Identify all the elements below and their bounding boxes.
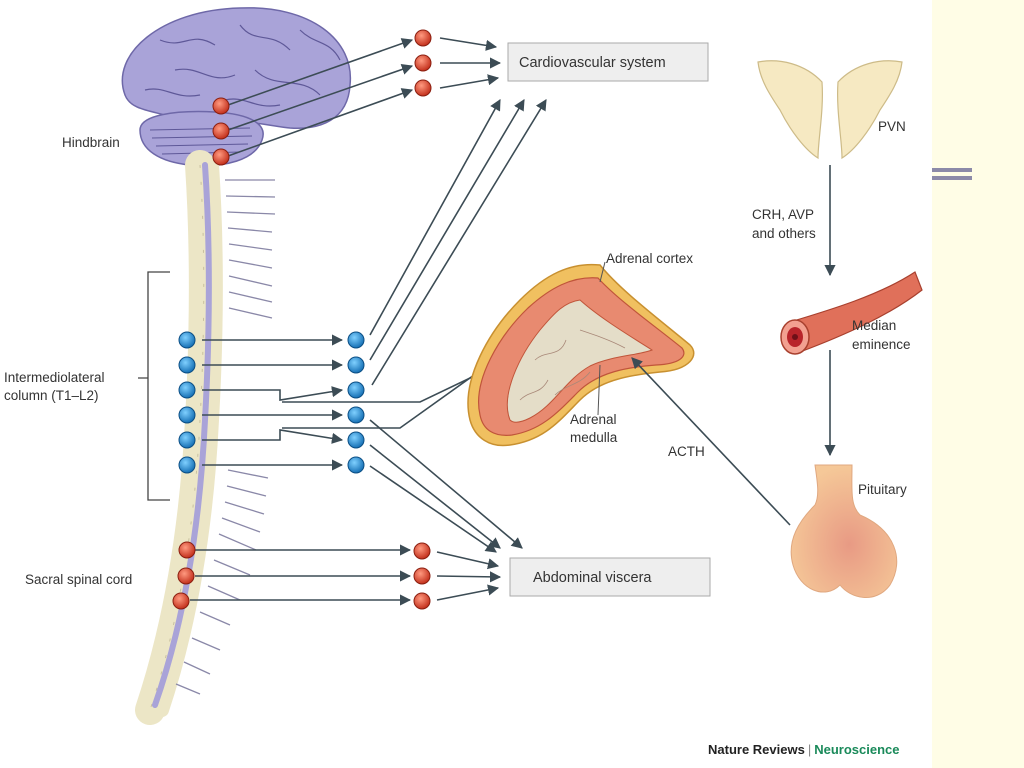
- decorative-bar-bottom: [932, 176, 972, 180]
- median-eminence-vessel: [780, 271, 923, 355]
- ilc-neuron: [178, 356, 196, 374]
- cardiovascular-box: Cardiovascular system: [507, 42, 709, 82]
- credit-section: Neuroscience: [814, 742, 900, 757]
- sympathetic-ganglion: [347, 331, 365, 349]
- sympathetic-ganglion: [347, 431, 365, 449]
- ilc-neuron: [178, 406, 196, 424]
- acth-arrow: [631, 357, 791, 526]
- adrenal-medulla-label-line2: medulla: [570, 430, 618, 445]
- brain-cerebrum: [121, 7, 352, 129]
- spinal-nerves: [175, 179, 276, 695]
- credit-separator: |: [807, 742, 812, 757]
- intermediolateral-bracket: [138, 271, 170, 501]
- cardiovascular-label: Cardiovascular system: [519, 55, 666, 71]
- acth-label: ACTH: [668, 444, 705, 459]
- sympathetic-ganglion: [347, 356, 365, 374]
- hindbrain-neuron: [212, 97, 230, 115]
- adrenal-gland: [467, 263, 695, 447]
- hindbrain-neuron: [212, 148, 230, 166]
- pvn-shape: [757, 60, 903, 160]
- abdominal-box: Abdominal viscera: [509, 557, 711, 597]
- adrenal-medulla-label-line1: Adrenal: [570, 412, 617, 427]
- crh-label-line1: CRH, AVP: [752, 207, 814, 222]
- median-eminence-label-line2: eminence: [852, 337, 911, 352]
- sacral-label: Sacral spinal cord: [25, 572, 132, 587]
- adrenal-medulla-pointer: [597, 364, 601, 416]
- pituitary-label: Pituitary: [858, 482, 907, 497]
- ilc-neuron: [178, 431, 196, 449]
- sacral-efferents: [190, 544, 502, 606]
- intermediolateral-label-line2: column (T1–L2): [4, 388, 99, 403]
- cardiac-ganglion: [414, 79, 432, 97]
- figure-credit: Nature Reviews|Neuroscience: [708, 742, 899, 757]
- sacral-neuron: [177, 567, 195, 585]
- cardiac-ganglion: [414, 29, 432, 47]
- cardio-arrows: [439, 37, 502, 89]
- credit-journal: Nature Reviews: [708, 742, 805, 757]
- hindbrain-neuron: [212, 122, 230, 140]
- hindbrain-efferents: [227, 38, 414, 157]
- pvn-label: PVN: [878, 119, 906, 134]
- ilc-efferents: [202, 334, 344, 471]
- median-eminence-label-line1: Median: [852, 318, 896, 333]
- adrenal-cortex-pointer: [599, 261, 606, 283]
- cardiac-ganglion: [414, 54, 432, 72]
- brain-cerebellum: [139, 110, 264, 167]
- intermediolateral-label-line1: Intermediolateral: [4, 370, 105, 385]
- ilc-neuron: [178, 456, 196, 474]
- ilc-neuron: [178, 381, 196, 399]
- blue-to-abdominal-arrows: [369, 419, 523, 553]
- sympathetic-ganglion: [347, 456, 365, 474]
- sympathetic-ganglion: [347, 381, 365, 399]
- pelvic-ganglion: [413, 592, 431, 610]
- hindbrain-label: Hindbrain: [62, 135, 120, 150]
- spinal-column: [135, 150, 223, 725]
- crh-label-line2: and others: [752, 226, 816, 241]
- ilc-neuron: [178, 331, 196, 349]
- blue-to-cardio-arrows: [369, 99, 547, 386]
- pituitary-shape: [790, 464, 898, 599]
- sympathetic-ganglion: [347, 406, 365, 424]
- pelvic-ganglion: [413, 567, 431, 585]
- sacral-neuron: [178, 541, 196, 559]
- sympathetic-neurons: [178, 331, 365, 474]
- decorative-bar-top: [932, 168, 972, 172]
- sacral-neuron: [172, 592, 190, 610]
- parasympathetic-neurons: [172, 29, 432, 610]
- abdominal-label: Abdominal viscera: [533, 570, 652, 586]
- adrenal-cortex-label: Adrenal cortex: [606, 251, 693, 266]
- pelvic-ganglion: [413, 542, 431, 560]
